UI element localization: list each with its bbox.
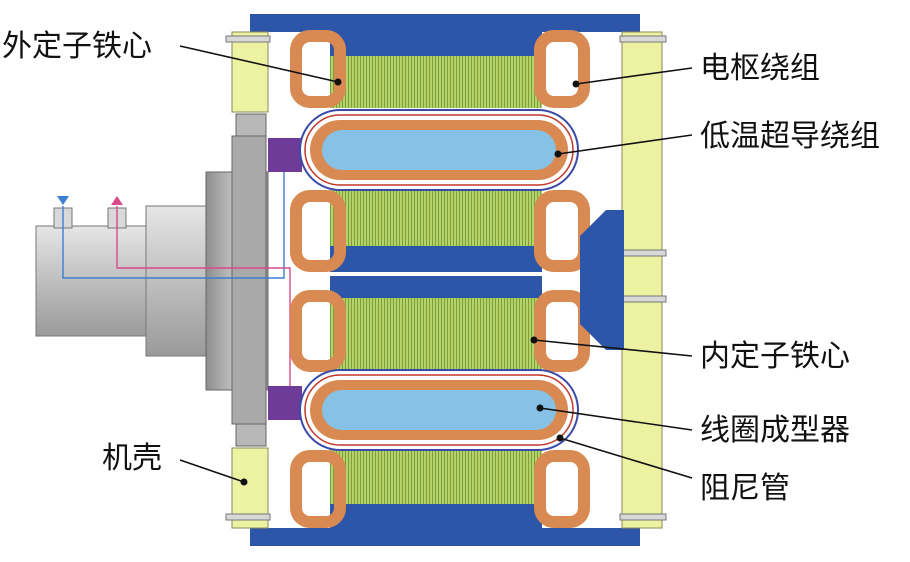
leader-dot [556,434,564,442]
leader-dot [530,336,538,344]
housing-right-frame [621,31,663,529]
coil-support-lower [268,386,302,420]
shaft-step [145,205,209,357]
label-inner-stator-core: 内定子铁心 [700,339,850,374]
label-coil-former: 线圈成型器 [700,413,850,448]
label-damper-tube: 阻尼管 [700,471,790,506]
armature-slot [290,30,590,108]
leader-coil-former [539,407,693,431]
label-armature-winding: 电枢绕组 [700,51,820,86]
housing-top-plate [250,14,640,32]
leader-dot [334,78,342,86]
arrow-up-icon [111,196,123,205]
bolt [619,513,667,521]
leader-dot [554,150,562,158]
label-ltsc-winding: 低温超导绕组 [700,119,880,154]
superconducting-coil-upper [299,109,579,191]
housing-bottom-plate [250,528,640,546]
bolt [225,35,271,43]
leader-housing [179,459,245,483]
bolt-set [225,35,667,521]
leader-outer-stator-core [179,45,339,83]
bearing-upper [235,113,267,137]
label-housing: 机壳 [102,441,162,476]
label-outer-stator-core: 外定子铁心 [2,29,152,64]
leader-dot [536,404,544,412]
leader-inner-stator-core [533,339,693,357]
coolant-inlet-path [62,168,285,279]
bolt [225,513,271,521]
rotor-disc [231,135,267,425]
leader-dot [240,478,248,486]
leader-armature-winding [575,67,693,85]
armature-slot [290,276,590,372]
bolt [619,35,667,43]
arrow-down-icon [57,196,69,205]
bolt [619,249,667,257]
bearing-lower [235,423,267,447]
superconducting-coil-lower [299,369,579,451]
armature-slot [290,190,590,272]
bolt [619,295,667,303]
mounting-bracket [580,210,624,350]
armature-slot [290,448,590,528]
leader-dot [572,80,580,88]
leader-damper-tube [559,437,693,479]
leader-ltsc-winding [557,134,693,155]
coil-support-upper [268,138,302,172]
housing-left-frame-upper [231,31,269,113]
